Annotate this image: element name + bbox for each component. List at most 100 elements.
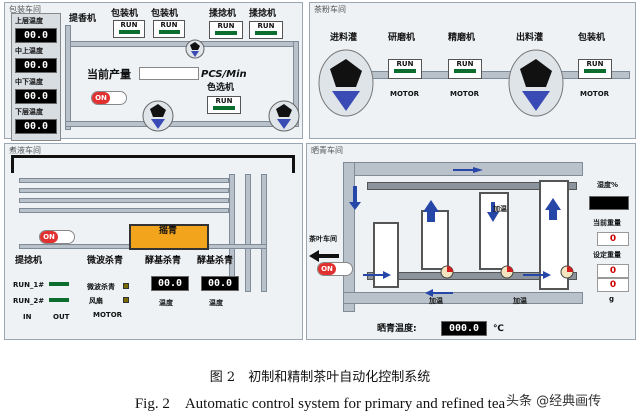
packer-motor: MOTOR	[580, 90, 610, 98]
humidity-label: 湿度%	[597, 181, 619, 189]
fan-label: 风扇	[89, 297, 103, 305]
grinder-motor: MOTOR	[390, 90, 420, 98]
ferm1-temp-label: 温度	[159, 299, 173, 307]
packing-tank-left-icon	[142, 100, 174, 132]
brewing-pipe-v2	[245, 174, 251, 292]
pack-machine-2-led	[158, 30, 180, 34]
brewing-on-toggle[interactable]: ON	[39, 230, 75, 244]
fine-mill-led	[453, 69, 477, 73]
packing-small-tank-icon	[185, 39, 205, 59]
packer-status[interactable]: RUN	[578, 59, 612, 79]
drying-inner-top	[367, 182, 577, 190]
run2-led	[49, 298, 69, 302]
in-label: IN	[23, 313, 32, 321]
grinder-run: RUN	[396, 60, 414, 68]
brewing-pipe-1	[19, 178, 229, 183]
packing-on-toggle[interactable]: ON	[91, 91, 127, 105]
run2-label: RUN_2#	[13, 297, 45, 305]
packing-tank-right-icon	[268, 100, 300, 132]
packing-pipe-left	[65, 25, 71, 130]
current-weight-label: 当前重量	[593, 219, 621, 227]
knead-machine-2-status[interactable]: RUN	[249, 21, 283, 39]
packing-pipe-right	[293, 41, 299, 127]
drying-side-text: 茶叶车间	[309, 235, 337, 243]
figure-caption-en: Fig. 2 Automatic control system for prim…	[134, 396, 506, 412]
pack-machine-2-run: RUN	[160, 21, 178, 29]
pack-machine-1-label: 包装机	[111, 9, 139, 19]
drying-exit-arrow-icon	[309, 250, 339, 262]
grinding-panel-title: 茶粉车间	[314, 5, 346, 14]
fine-mill-run: RUN	[456, 60, 474, 68]
ferm2-temp-label: 温度	[209, 299, 223, 307]
heat-label-1: 加温	[493, 205, 507, 213]
microwave-motor: MOTOR	[93, 311, 123, 319]
knead-machine-1-led	[214, 31, 238, 35]
temp-label-bottom: 下层温度	[15, 108, 43, 116]
packing-on-label: ON	[92, 92, 110, 104]
brewing-pipe-2	[19, 188, 229, 193]
temp-value-top: 00.0	[15, 28, 57, 43]
run1-label: RUN_1#	[13, 281, 45, 289]
run1-led	[49, 282, 69, 286]
out-tank-label: 出料灌	[516, 33, 544, 43]
stir-tank[interactable]	[129, 224, 209, 250]
watermark: 头条 @经典画传	[506, 390, 602, 409]
color-sort-label: 色选机	[207, 83, 235, 93]
pack-machine-1-status[interactable]: RUN	[113, 20, 145, 38]
pack-machine-1-run: RUN	[120, 21, 138, 29]
knead-machine-2-led	[254, 31, 278, 35]
ferm1-label: 酵基杀青	[145, 256, 182, 266]
pack-machine-2-label: 包装机	[151, 9, 179, 19]
color-sort-status[interactable]: RUN	[207, 96, 241, 114]
temp-value-bottom: 00.0	[15, 119, 57, 134]
figure-caption-cn: 图 2 初制和精制茶叶自动化控制系统	[209, 370, 431, 385]
temp-label-top: 上层温度	[15, 17, 43, 25]
output-value-field	[139, 67, 199, 80]
color-sort-led	[212, 106, 236, 110]
weight-unit: g	[609, 295, 615, 303]
tea-lift-label: 提香机	[69, 14, 97, 24]
temp-value-lower-mid: 00.0	[15, 89, 57, 104]
brewing-pipe-v3	[261, 174, 267, 292]
packer-led	[583, 69, 607, 73]
out-tank-icon	[508, 49, 564, 117]
ferm1-value: 00.0	[151, 276, 189, 291]
grinding-panel: 茶粉车间 进料灌 研磨机 RUN MOTOR 精磨机 RUN MOTOR 出料灌…	[309, 2, 636, 139]
brewing-on-label: ON	[40, 231, 58, 243]
stir-label: 摇青	[159, 226, 178, 236]
drying-on-label: ON	[318, 263, 336, 275]
feed-tank-label: 进料灌	[330, 33, 358, 43]
drying-arrows-icon	[349, 167, 574, 297]
packing-pipe-bottom	[65, 121, 295, 127]
brewing-panel: 煮液车间 ON 摇青 提捻机 RUN_1# RUN_2# IN OUT 微波杀青…	[4, 143, 303, 340]
temp-label-lower-mid: 中下温度	[15, 78, 43, 86]
ferm2-value: 00.0	[201, 276, 239, 291]
temp-label-upper-mid: 中上温度	[15, 47, 43, 55]
set-weight-value[interactable]: 0	[597, 264, 629, 278]
drying-on-toggle[interactable]: ON	[317, 262, 353, 276]
grinder-label: 研磨机	[388, 33, 416, 43]
drying-panel-title: 晒青车间	[311, 146, 343, 155]
fan-led	[123, 297, 129, 303]
fine-mill-motor: MOTOR	[450, 90, 480, 98]
out-label: OUT	[53, 313, 70, 321]
lift-machine-label: 提捻机	[15, 256, 43, 266]
grinder-status[interactable]: RUN	[388, 59, 422, 79]
drying-temp-value: 000.0	[441, 321, 487, 336]
packing-panel: 包装车间 上层温度 00.0 中上温度 00.0 中下温度 00.0 下层温度 …	[4, 2, 303, 141]
drying-frame-bottom	[343, 292, 583, 304]
weight-value-3: 0	[597, 278, 629, 292]
pack-machine-2-status[interactable]: RUN	[153, 20, 185, 38]
ferm2-label: 酵基杀青	[197, 256, 234, 266]
brewing-pipe-v1	[229, 174, 235, 284]
microwave-sub-label: 微波杀青	[87, 283, 115, 291]
grinder-led	[393, 69, 417, 73]
current-weight-value: 0	[597, 232, 629, 246]
knead-machine-1-status[interactable]: RUN	[209, 21, 243, 39]
microwave-label: 微波杀青	[87, 256, 124, 266]
fine-mill-status[interactable]: RUN	[448, 59, 482, 79]
heat-label-2: 加温	[429, 297, 443, 305]
brewing-top-frame	[11, 155, 295, 173]
packing-pipe-top	[65, 41, 295, 47]
packer-run: RUN	[586, 60, 604, 68]
